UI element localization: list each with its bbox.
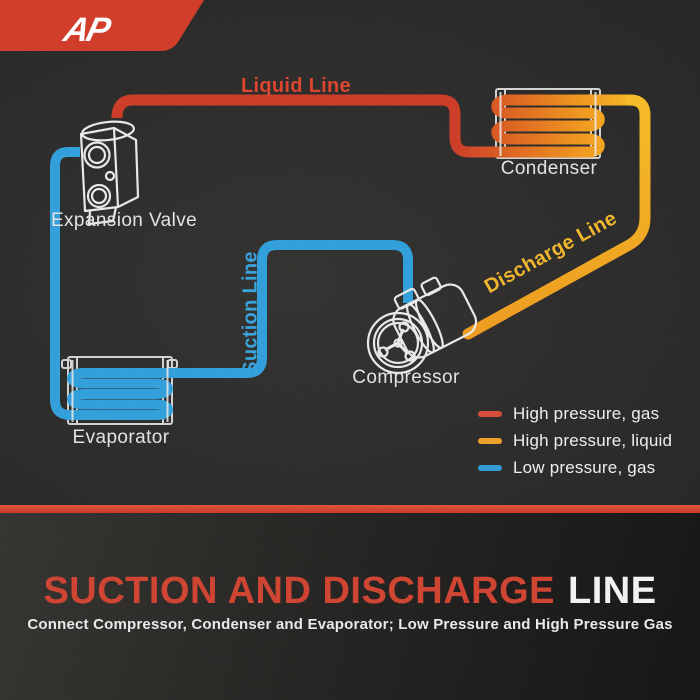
legend-item-high-pressure-liquid: High pressure, liquid — [478, 431, 672, 451]
banner-subtitle: Connect Compressor, Condenser and Evapor… — [27, 616, 673, 633]
blue-dash-icon — [478, 465, 502, 471]
orange-dash-icon — [478, 438, 502, 444]
liquid-line-label: Liquid Line — [241, 75, 351, 97]
compressor-label: Compressor — [352, 367, 460, 388]
red-dash-icon — [478, 411, 502, 417]
expansion-valve-drawing — [79, 120, 140, 226]
liquid-line-pipe — [111, 94, 632, 158]
legend-item-low-pressure-gas: Low pressure, gas — [478, 458, 672, 478]
legend: High pressure, gas High pressure, liquid… — [478, 404, 672, 485]
compressor-drawing — [366, 276, 478, 375]
bottom-banner: SUCTION AND DISCHARGE LINE Connect Compre… — [0, 513, 700, 700]
brand-ribbon: AP — [0, 0, 204, 51]
expansion-valve-label: Expansion Valve — [50, 210, 198, 231]
banner-title-rest: LINE — [568, 570, 657, 612]
legend-label: High pressure, gas — [513, 404, 660, 423]
legend-label: Low pressure, gas — [513, 458, 656, 477]
condenser-label: Condenser — [500, 158, 598, 179]
divider-stripe — [0, 505, 700, 513]
legend-label: High pressure, liquid — [513, 431, 673, 450]
evaporator-label: Evaporator — [72, 427, 170, 448]
banner-title-emphasis: SUCTION AND DISCHARGE — [43, 570, 555, 612]
suction-line-label: Suction Line — [239, 251, 262, 375]
banner-title: SUCTION AND DISCHARGE LINE — [0, 570, 700, 613]
legend-item-high-pressure-gas: High pressure, gas — [478, 404, 672, 424]
